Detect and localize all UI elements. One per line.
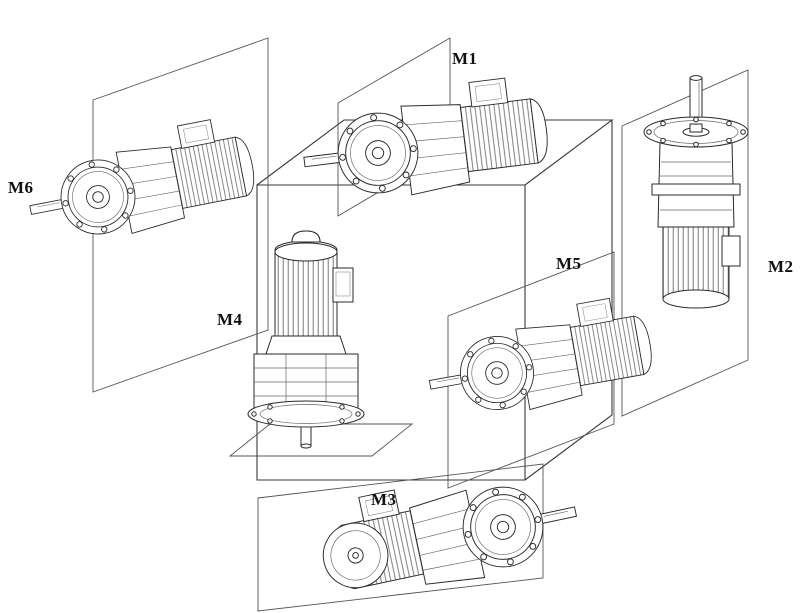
label-m6: M6: [8, 178, 34, 197]
mounting-plane-m6: [92, 37, 269, 393]
gearmotor-m6-illustration: [20, 113, 260, 251]
gearmotor-m1-illustration: [297, 74, 552, 207]
gearmotor-m3-illustration: [322, 454, 585, 610]
gearmotor-m2-illustration: [643, 75, 749, 309]
mounting-plane-m3: [257, 463, 544, 612]
label-m1: M1: [452, 49, 478, 68]
label-m5: M5: [556, 254, 582, 273]
label-m3: M3: [371, 490, 397, 509]
mounting-plane-m4: [228, 423, 414, 457]
gearmotor-m4-illustration: [247, 230, 365, 449]
label-m4: M4: [217, 310, 243, 329]
label-m2: M2: [768, 257, 794, 276]
mounting-plane-m5: [447, 251, 615, 489]
